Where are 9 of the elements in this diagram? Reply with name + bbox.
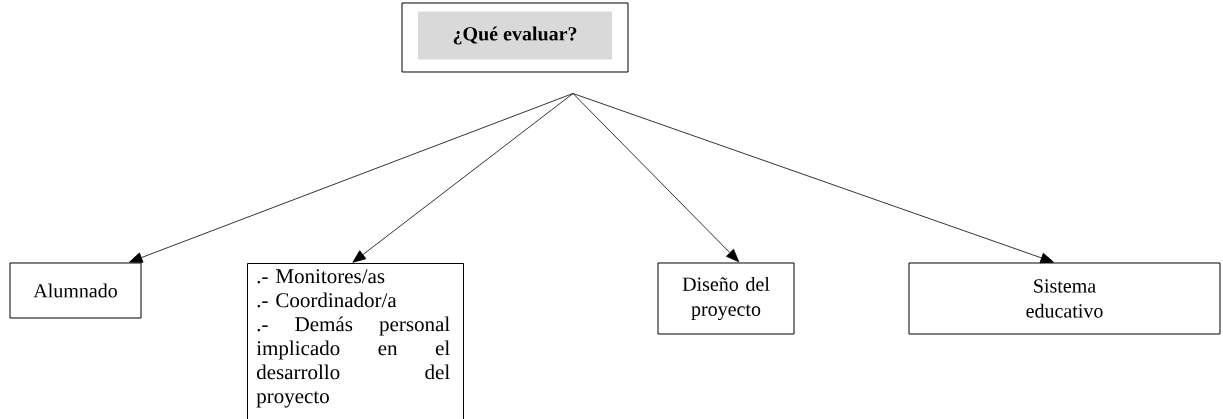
arrow bbox=[572, 93, 740, 263]
text-box: ¿Qué evaluar? bbox=[401, 2, 629, 73]
text-box: Alumnado bbox=[9, 262, 142, 319]
text-box: .- Monitores/as .- Coordinador/a .- Demás personal implicado en el desarrollo del proyecto bbox=[247, 263, 464, 419]
text-box: Sistema educativo bbox=[908, 262, 1221, 335]
arrow bbox=[572, 93, 1054, 264]
text-box: Diseño del proyecto bbox=[657, 262, 795, 335]
arrow bbox=[352, 93, 574, 263]
arrow bbox=[129, 93, 574, 263]
